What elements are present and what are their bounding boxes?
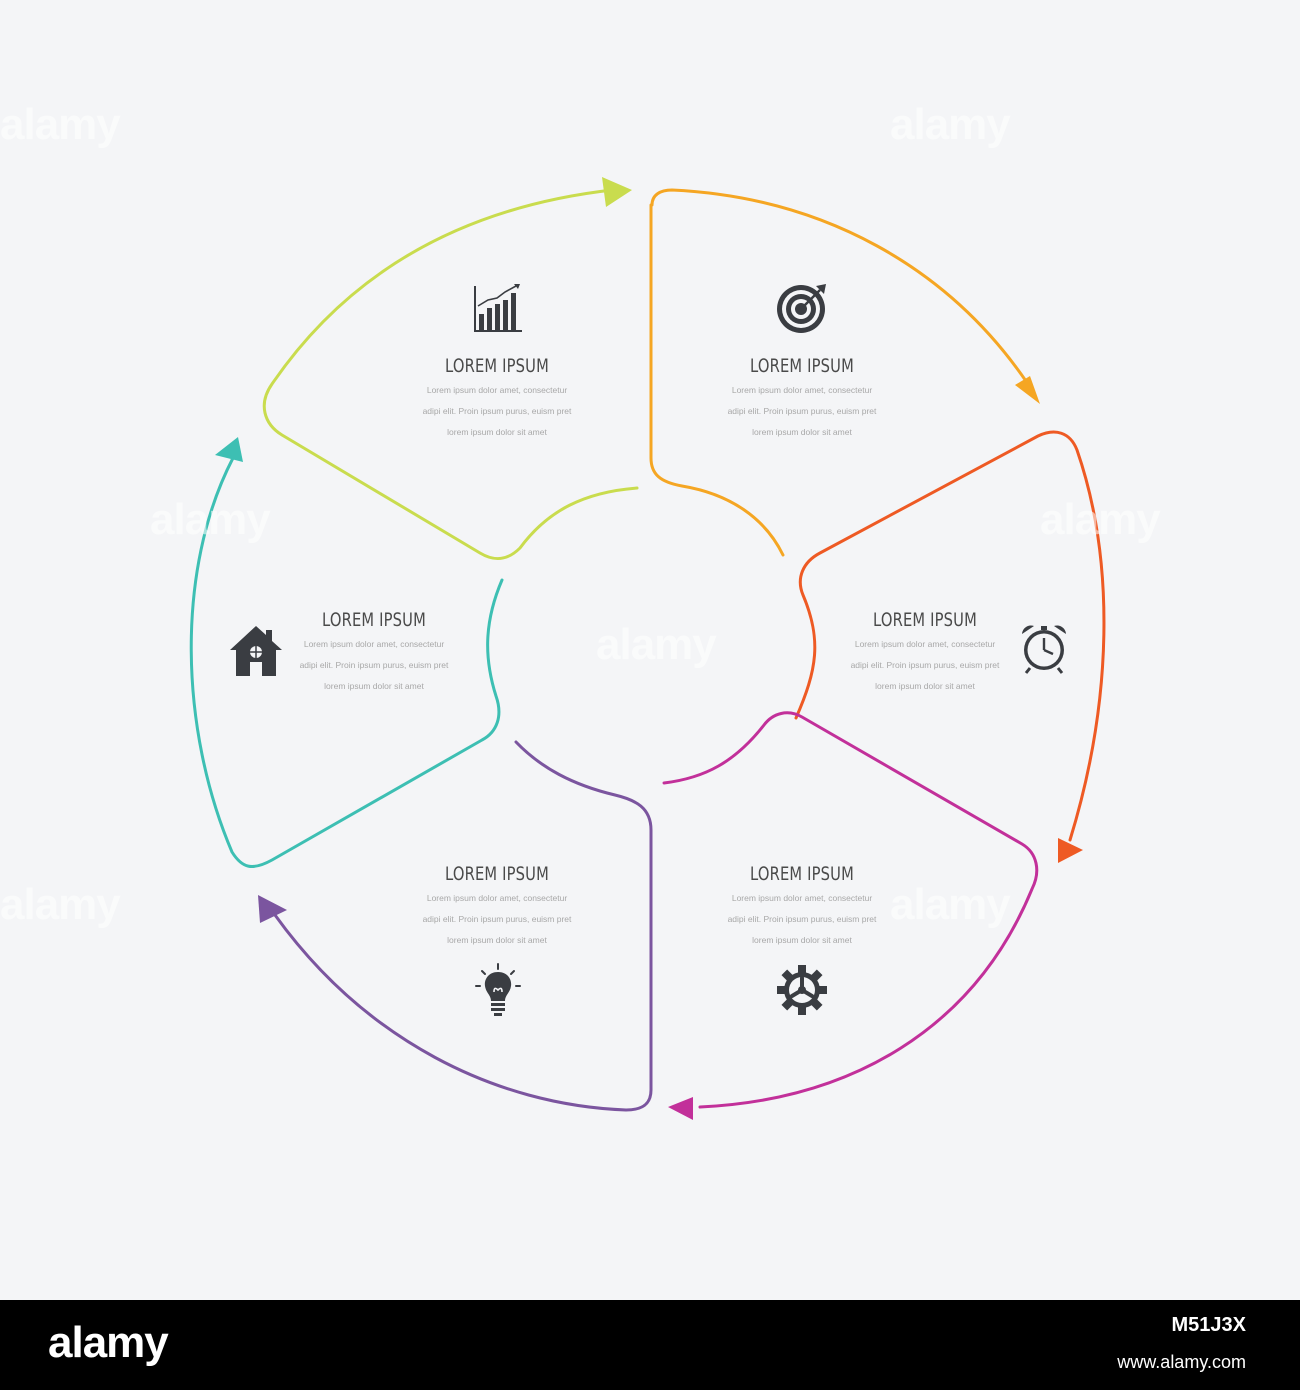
- segment-title: LOREM IPSUM: [445, 863, 549, 885]
- segment-description: Lorem ipsum dolor amet, consectetur adip…: [422, 893, 572, 945]
- segment-outline-bottom-left: [273, 740, 653, 1112]
- segment-outline-right: [794, 430, 1106, 842]
- footer-bar: alamy M51J3X www.alamy.com: [0, 1300, 1300, 1390]
- segment-title: LOREM IPSUM: [873, 609, 977, 631]
- segment-description: Lorem ipsum dolor amet, consectetur adip…: [727, 385, 877, 437]
- infographic: LOREM IPSUM Lorem ipsum dolor amet, cons…: [189, 177, 1106, 1120]
- segment-title: LOREM IPSUM: [750, 863, 854, 885]
- arrowhead-left: [215, 437, 243, 462]
- arrowhead-top-right: [1015, 376, 1040, 404]
- segment-title: LOREM IPSUM: [445, 355, 549, 377]
- arrowhead-right: [1058, 838, 1083, 863]
- segment-description: Lorem ipsum dolor amet, consectetur adip…: [422, 385, 572, 437]
- footer-url: www.alamy.com: [1117, 1352, 1246, 1372]
- segment-outline-top-right: [649, 188, 1034, 557]
- alarm-clock-icon: [1016, 620, 1072, 676]
- footer-logo: alamy: [48, 1318, 169, 1367]
- arrowhead-bottom-left: [258, 895, 287, 923]
- segment-description: Lorem ipsum dolor amet, consectetur adip…: [299, 639, 449, 691]
- segment-title: LOREM IPSUM: [322, 609, 426, 631]
- segment-title: LOREM IPSUM: [750, 355, 854, 377]
- bar-chart-icon: [470, 280, 526, 336]
- arrowhead-top-left: [602, 177, 632, 207]
- segment-description: Lorem ipsum dolor amet, consectetur adip…: [850, 639, 1000, 691]
- target-icon: [774, 280, 830, 336]
- arrowhead-bottom-right: [668, 1097, 693, 1120]
- segment-outline-bottom-right: [662, 711, 1039, 1109]
- cycle-diagram: [189, 177, 1106, 1120]
- lightbulb-icon: [470, 962, 526, 1018]
- image-id: M51J3X: [1171, 1314, 1247, 1336]
- segment-description: Lorem ipsum dolor amet, consectetur adip…: [727, 893, 877, 945]
- house-icon: [228, 622, 284, 678]
- gear-icon: [774, 962, 830, 1018]
- segment-outline-left: [189, 456, 504, 869]
- segment-outline-top-left: [262, 188, 639, 561]
